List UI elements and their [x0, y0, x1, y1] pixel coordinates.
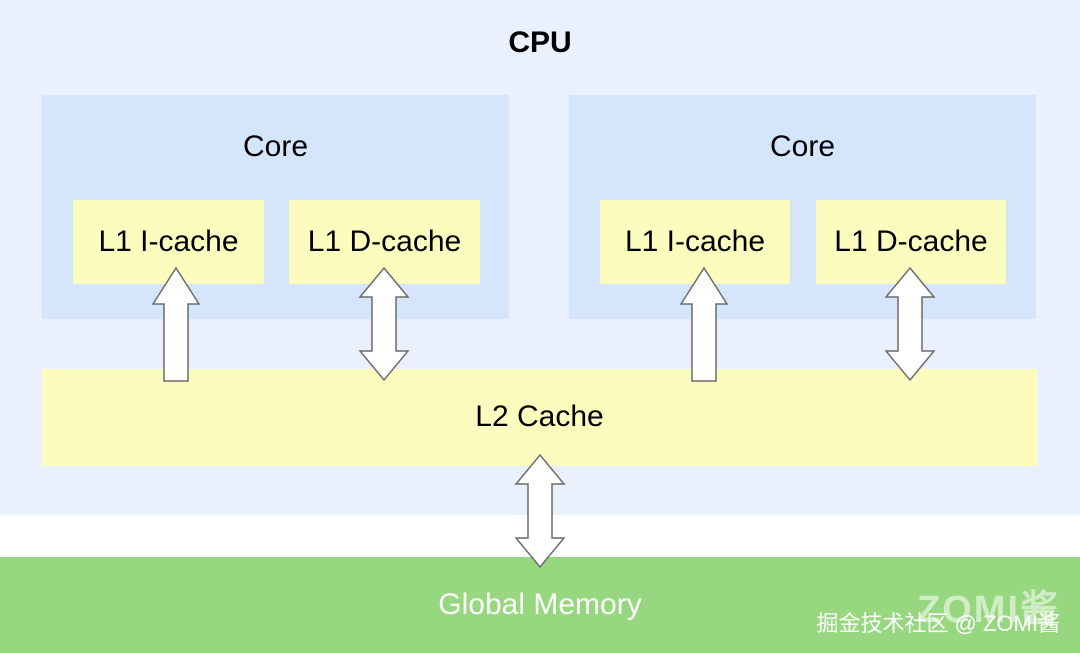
zomi-logo-watermark: ZOMI酱 — [917, 589, 1060, 631]
double-arrow-2 — [884, 266, 936, 382]
watermark-text: 掘金技术社区 @ ZOMI酱 — [816, 611, 1060, 636]
l2-cache-label: L2 Cache — [475, 400, 604, 433]
cpu-title: CPU — [508, 26, 572, 59]
l2-cache-box — [42, 369, 1037, 466]
global-memory-box — [0, 557, 1080, 653]
up-arrow-1 — [151, 266, 201, 382]
double-arrow-1 — [358, 266, 410, 382]
l1-dcache-1: L1 D-cache — [289, 200, 480, 284]
core-title-1: Core — [242, 130, 309, 163]
global-memory-label: Global Memory — [438, 588, 642, 621]
l1-icache-2: L1 I-cache — [600, 200, 790, 284]
up-arrow-2 — [679, 266, 729, 382]
core-title-2: Core — [769, 130, 836, 163]
l1-icache-1: L1 I-cache — [73, 200, 264, 284]
double-arrow-memory — [514, 453, 566, 569]
